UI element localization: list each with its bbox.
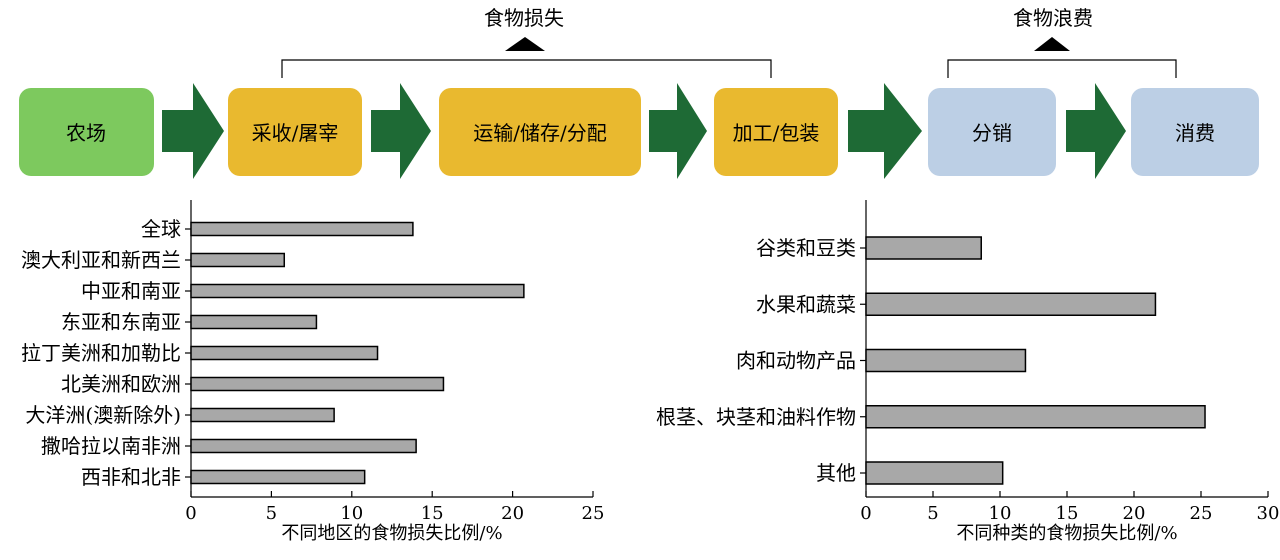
flow-arrow-icon: [848, 83, 922, 179]
category-label: 肉和动物产品: [736, 349, 856, 373]
bar: [865, 405, 1206, 429]
stage-label-farm: 农场: [66, 121, 106, 145]
stage-label-consumption: 消费: [1175, 121, 1215, 145]
x-tick-label: 25: [1190, 503, 1213, 524]
x-tick-label: 10: [989, 503, 1012, 524]
loss-pointer-icon: [505, 37, 545, 51]
stage-label-transport: 运输/储存/分配: [473, 121, 606, 145]
stage-label-processing: 加工/包装: [733, 121, 820, 145]
category-label: 大洋洲(澳新除外): [25, 403, 181, 427]
bar: [865, 292, 1157, 316]
bar: [190, 252, 286, 268]
flow-arrow-icon: [371, 83, 431, 179]
x-tick-label: 5: [927, 503, 938, 524]
bar: [190, 376, 445, 392]
bar: [190, 407, 335, 423]
category-label: 水果和蔬菜: [756, 292, 856, 316]
bar: [865, 348, 1027, 373]
category-label: 其他: [816, 461, 856, 485]
bar: [865, 461, 1004, 485]
supply-chain-flow: 食物损失 食物浪费 农场 采收/屠宰 运输/储存/分配 加工/包装 分销 消费: [19, 6, 1259, 179]
bar: [190, 438, 417, 454]
category-label: 根茎、块茎和油料作物: [656, 405, 856, 429]
stage-box-transport: [439, 88, 641, 176]
category-label: 中亚和南亚: [81, 279, 181, 303]
flow-arrow-icon: [162, 83, 224, 179]
category-label: 澳大利亚和新西兰: [21, 248, 181, 272]
bar: [190, 283, 525, 299]
x-tick-label: 0: [860, 503, 871, 524]
bar: [190, 469, 366, 485]
flow-arrow-icon: [649, 83, 707, 179]
waste-bracket: [947, 59, 1177, 78]
stage-box-harvest: [228, 88, 362, 176]
stage-box-processing: [714, 88, 838, 176]
x-tick-label: 15: [1056, 503, 1079, 524]
category-label: 谷类和豆类: [756, 236, 856, 260]
waste-pointer-icon: [1034, 37, 1070, 51]
x-axis-title: 不同地区的食物损失比例/%: [281, 523, 502, 544]
bar: [865, 236, 982, 260]
x-tick-label: 30: [1257, 503, 1280, 524]
waste-label: 食物浪费: [1013, 6, 1093, 30]
stage-box-farm: [19, 88, 154, 176]
flow-arrow-icon: [1066, 83, 1126, 179]
x-tick-label: 15: [421, 503, 444, 524]
bar: [190, 345, 379, 361]
category-label: 北美洲和欧洲: [61, 372, 181, 396]
category-label: 拉丁美洲和加勒比: [21, 341, 181, 365]
loss-label: 食物损失: [484, 6, 564, 30]
stage-label-harvest: 采收/屠宰: [252, 121, 339, 145]
stage-label-distribution: 分销: [972, 121, 1012, 145]
category-label: 撒哈拉以南非洲: [41, 434, 181, 458]
x-tick-label: 10: [340, 503, 363, 524]
category-label: 东亚和东南亚: [61, 310, 181, 334]
x-tick-label: 25: [582, 503, 605, 524]
x-tick-label: 0: [185, 503, 196, 524]
stage-box-distribution: [928, 88, 1056, 176]
x-tick-label: 20: [501, 503, 524, 524]
x-tick-label: 20: [1123, 503, 1146, 524]
stage-box-consumption: [1131, 88, 1259, 176]
loss-bracket: [281, 59, 772, 78]
bar: [190, 314, 318, 330]
category-label: 全球: [141, 217, 181, 241]
x-tick-label: 5: [266, 503, 277, 524]
bar: [190, 221, 414, 237]
x-axis-title: 不同种类的食物损失比例/%: [956, 523, 1177, 544]
category-label: 西非和北非: [81, 465, 181, 489]
